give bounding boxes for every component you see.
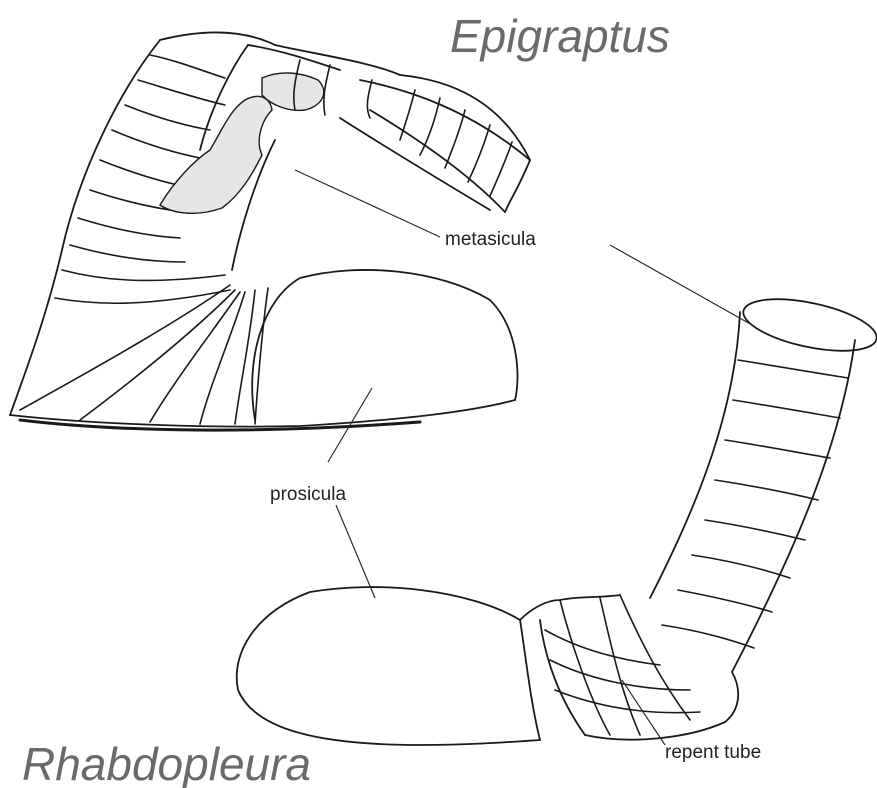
leader-lines: [295, 170, 752, 745]
label-prosicula: prosicula: [270, 484, 346, 505]
title-rhabdopleura: Rhabdopleura: [22, 738, 311, 788]
rhabdopleura-illustration: [237, 289, 877, 745]
label-repent-tube: repent tube: [665, 742, 761, 763]
label-metasicula: metasicula: [445, 229, 536, 250]
title-epigraptus: Epigraptus: [450, 10, 670, 62]
